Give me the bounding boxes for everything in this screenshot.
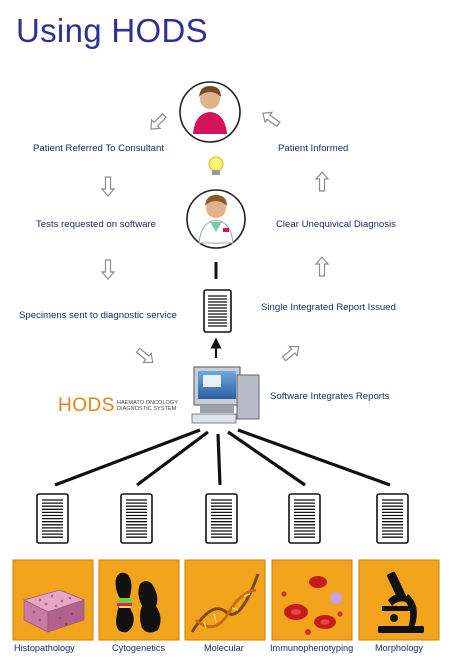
arrow-from-computer <box>281 345 300 362</box>
label-diagnosis: Clear Unequivical Diagnosis <box>276 219 396 230</box>
label-report: Single Integrated Report Issued <box>261 302 396 313</box>
arrow-up-1 <box>314 256 330 277</box>
tile-histopathology <box>12 559 94 641</box>
service-report-doc-icon <box>288 493 321 544</box>
dna-icon <box>190 573 260 633</box>
service-label-molecular: Molecular <box>204 643 244 653</box>
hods-logo-line2: DIAGNOSTIC SYSTEM <box>116 406 177 412</box>
service-report-doc-icon <box>205 493 238 544</box>
tile-morphology <box>358 559 440 641</box>
tile-molecular <box>184 559 266 641</box>
arrow-up-2 <box>314 171 330 192</box>
service-label-histopathology: Histopathology <box>14 643 75 653</box>
hods-logo-word: HODS <box>58 395 115 416</box>
arrow-referred <box>150 113 167 130</box>
arrow-informed <box>262 111 281 128</box>
label-informed: Patient Informed <box>278 143 349 154</box>
service-report-doc-icon <box>120 493 153 544</box>
blood-cells-icon <box>281 576 343 635</box>
label-integrates: Software Integrates Reports <box>270 391 390 402</box>
lightbulb-icon <box>208 156 224 175</box>
hods-logo: HODS HAEMATO ONCOLOGY DIAGNOSTIC SYSTEM <box>58 395 178 417</box>
chromosome-icon <box>115 572 161 633</box>
label-specimens: Specimens sent to diagnostic service <box>19 310 177 321</box>
service-label-immunophenotyping: Immunophenotyping <box>270 643 354 653</box>
page-title: Using HODS <box>16 12 208 49</box>
service-report-doc-icon <box>376 493 409 544</box>
arrow-down-1 <box>100 176 116 197</box>
service-connectors <box>54 428 391 487</box>
microscope-icon <box>378 571 424 633</box>
arrow-down-2 <box>100 259 116 280</box>
hods-logo-line1: HAEMATO ONCOLOGY <box>116 399 178 406</box>
tile-cytogenetics <box>98 559 180 641</box>
computer-icon <box>191 366 260 424</box>
service-docs <box>36 493 409 544</box>
tissue-icon <box>22 589 86 633</box>
patient-icon <box>179 81 241 143</box>
service-label-morphology: Morphology <box>375 643 424 653</box>
flow-arrows <box>100 111 330 364</box>
service-tiles <box>12 559 440 641</box>
service-report-doc-icon <box>36 493 69 544</box>
tile-immunophenotyping <box>271 559 353 641</box>
doctor-icon <box>186 189 246 249</box>
arrow-to-computer <box>135 347 154 364</box>
service-label-cytogenetics: Cytogenetics <box>112 643 166 653</box>
label-tests: Tests requested on software <box>36 219 156 230</box>
label-referred: Patient Referred To Consultant <box>33 143 165 154</box>
integrated-report-doc-icon <box>203 289 232 333</box>
